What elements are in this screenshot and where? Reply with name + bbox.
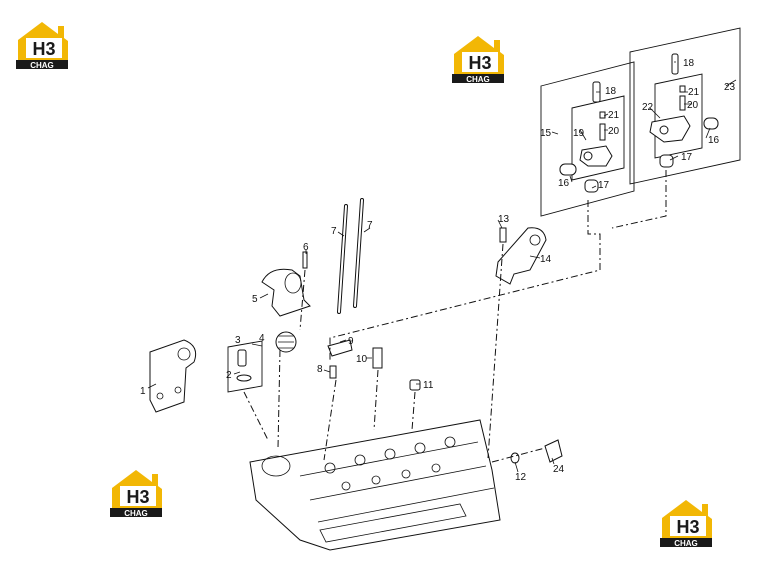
callout-7b: 7 (367, 220, 373, 231)
callout-13: 13 (498, 214, 510, 225)
svg-text:CHAG: CHAG (30, 61, 54, 70)
callout-18a: 18 (605, 86, 617, 97)
assembly-line-bolt-13 (487, 243, 504, 459)
assembly-line-rocker-right (611, 170, 667, 229)
svg-text:H3: H3 (676, 517, 699, 537)
rocker-assembly-frame-23 (629, 27, 741, 185)
callout-20b: 20 (687, 100, 699, 111)
callout-21b: 21 (688, 87, 700, 98)
rocker-assembly-frame-15 (540, 61, 635, 217)
rocker-subassembly-frame-left (571, 95, 625, 181)
brand-logo-top-center: H3 CHAG (452, 36, 504, 84)
cylinder-head (249, 419, 501, 551)
bolt-6 (302, 251, 308, 269)
callout-8: 8 (317, 364, 323, 375)
rocker-shaft-pedestal-right (649, 53, 719, 168)
callout-16a: 16 (558, 178, 570, 189)
callout-14: 14 (540, 254, 552, 265)
assembly-line-plug-24 (491, 447, 546, 463)
plug-11 (409, 379, 421, 391)
assembly-line-parts-2-3 (243, 391, 269, 441)
callout-6: 6 (303, 242, 309, 253)
callout-19: 19 (573, 128, 585, 139)
callout-10: 10 (356, 354, 368, 365)
callout-4: 4 (259, 333, 265, 344)
seal-ring-12 (510, 452, 520, 464)
assembly-line-plug-11 (411, 391, 416, 431)
callout-20a: 20 (608, 126, 620, 137)
brand-logo-top-left: H3 CHAG (16, 22, 68, 70)
clamp-9 (327, 339, 353, 357)
svg-text:CHAG: CHAG (466, 75, 490, 84)
svg-text:H3: H3 (468, 53, 491, 73)
rocker-shaft-pedestal-left (559, 81, 613, 193)
callout-15: 15 (540, 128, 552, 139)
callout-7a: 7 (331, 226, 337, 237)
svg-text:H3: H3 (126, 487, 149, 507)
svg-text:CHAG: CHAG (124, 509, 148, 518)
svg-text:CHAG: CHAG (674, 539, 698, 548)
injector-clamp-parts (236, 349, 252, 382)
nozzle-8 (329, 365, 337, 379)
callout-18b: 18 (683, 58, 695, 69)
callout-5: 5 (252, 294, 258, 305)
callout-17a: 17 (598, 180, 610, 191)
assembly-line-nozzle (323, 379, 337, 461)
callout-1: 1 (140, 386, 146, 397)
callout-11: 11 (423, 380, 434, 391)
brand-logo-bottom-right: H3 CHAG (660, 500, 712, 548)
bracket-14 (495, 227, 547, 285)
callout-16b: 16 (708, 135, 720, 146)
callout-2: 2 (226, 370, 232, 381)
callout-22: 22 (642, 102, 654, 113)
bolt-13 (499, 227, 507, 243)
callout-9: 9 (348, 336, 354, 347)
plug-24 (544, 439, 563, 463)
svg-text:H3: H3 (32, 39, 55, 59)
callout-17b: 17 (681, 152, 693, 163)
callout-21a: 21 (608, 110, 620, 121)
water-outlet-elbow-5 (261, 268, 311, 317)
callout-3: 3 (235, 335, 241, 346)
assembly-line-fitting (373, 369, 379, 431)
callout-23: 23 (724, 82, 736, 93)
callout-12: 12 (515, 472, 527, 483)
fitting-10 (372, 347, 383, 369)
assembly-line-rocker-left (329, 200, 601, 360)
brand-logo-bottom-left: H3 CHAG (110, 470, 162, 518)
thermostat-4 (275, 331, 297, 353)
lifting-bracket-1 (149, 339, 197, 413)
parts-box-2-3 (227, 340, 263, 393)
callout-24: 24 (553, 464, 565, 475)
assembly-line-thermostat (277, 349, 281, 449)
assembly-line-bolt-6 (299, 269, 306, 331)
